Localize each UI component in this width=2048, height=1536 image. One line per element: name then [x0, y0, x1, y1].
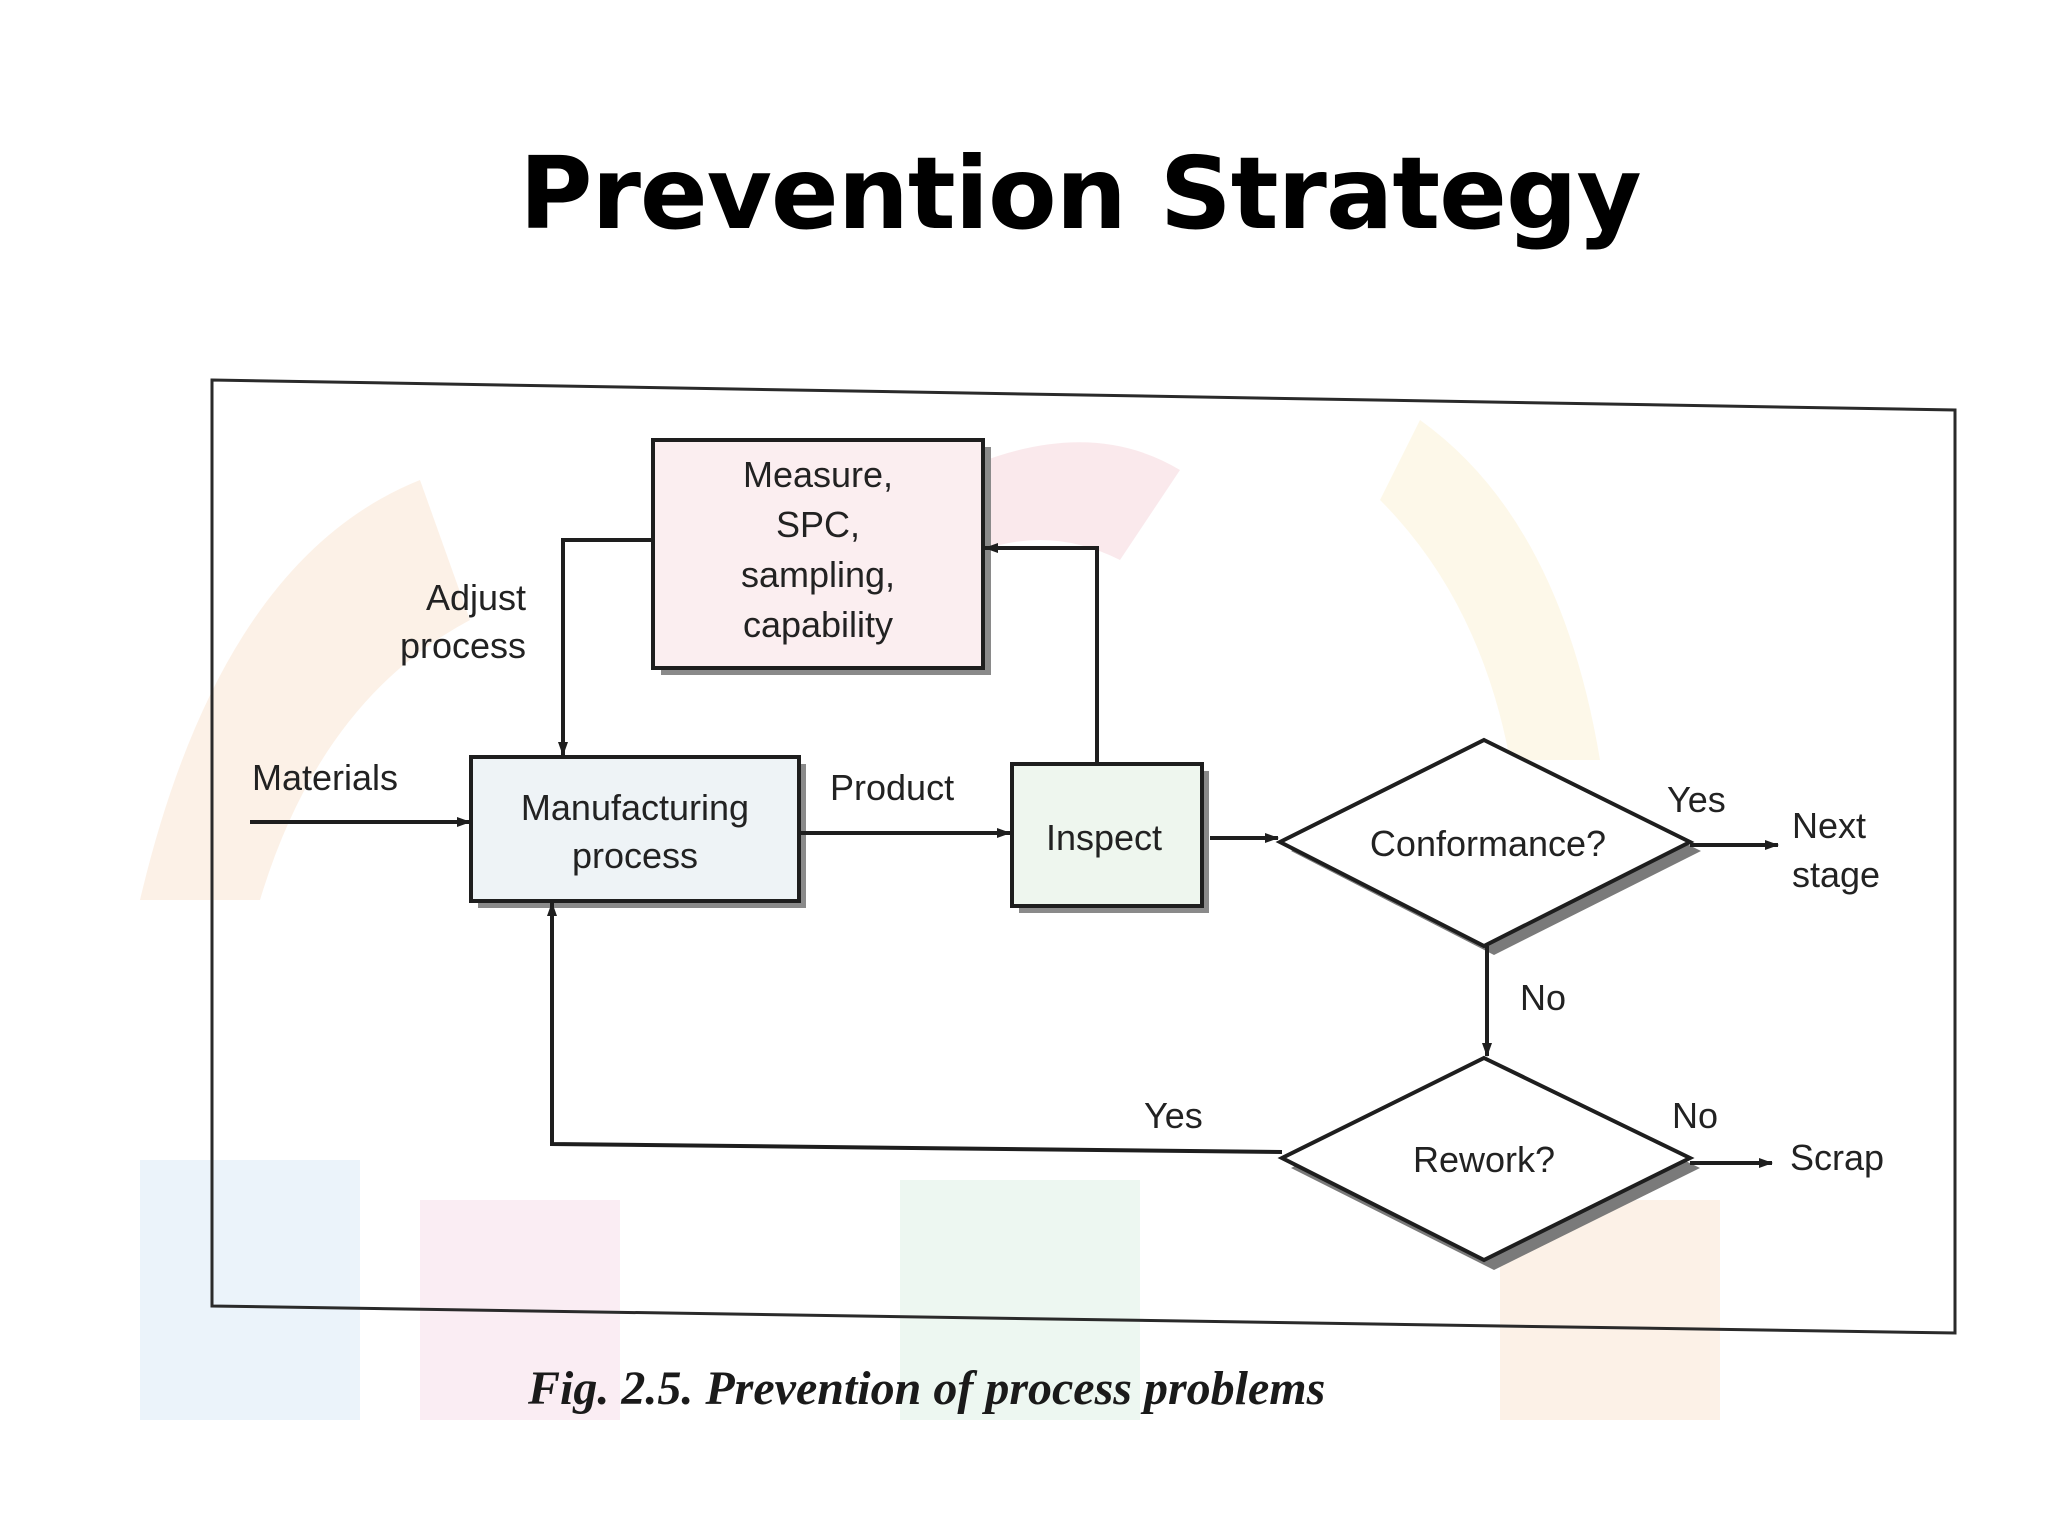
rework-label: Rework? — [1413, 1139, 1555, 1180]
inspect-label: Inspect — [1046, 817, 1162, 858]
rework-diamond: Rework? — [1277, 1055, 1700, 1270]
rework-no-label: No — [1672, 1095, 1718, 1136]
adjust-label-line-1: Adjust — [426, 577, 526, 618]
conformance-label: Conformance? — [1370, 823, 1606, 864]
conformance-yes-label: Yes — [1667, 779, 1726, 820]
figure-caption: Fig. 2.5. Prevention of process problems — [527, 1362, 1325, 1415]
figure-frame — [210, 378, 1957, 1335]
measure-line-3: sampling, — [741, 554, 895, 595]
rework-yes-label: Yes — [1144, 1095, 1203, 1136]
page-title: Prevention Strategy — [519, 135, 1641, 252]
measure-line-2: SPC, — [776, 504, 860, 545]
adjust-label-line-2: process — [400, 625, 526, 666]
conformance-no-label: No — [1520, 977, 1566, 1018]
manufacturing-line-1: Manufacturing — [521, 787, 749, 828]
adjust-process-arrow — [558, 538, 653, 756]
measure-line-4: capability — [743, 604, 893, 645]
inspect-box: Inspect — [1010, 762, 1209, 913]
conformance-diamond: Conformance? — [1275, 737, 1701, 955]
scrap-label: Scrap — [1790, 1137, 1884, 1178]
measure-line-1: Measure, — [743, 454, 893, 495]
manufacturing-process-box: Manufacturing process — [469, 755, 806, 908]
inspect-to-measure-arrow — [984, 543, 1099, 764]
rework-yes-arrow — [547, 902, 1283, 1154]
manufacturing-line-2: process — [572, 835, 698, 876]
next-stage-line-2: stage — [1792, 854, 1880, 895]
next-stage-line-1: Next — [1792, 805, 1866, 846]
product-label: Product — [830, 767, 954, 808]
connectors — [250, 538, 1779, 1168]
materials-label: Materials — [252, 757, 398, 798]
measure-box: Measure, SPC, sampling, capability — [651, 438, 991, 675]
